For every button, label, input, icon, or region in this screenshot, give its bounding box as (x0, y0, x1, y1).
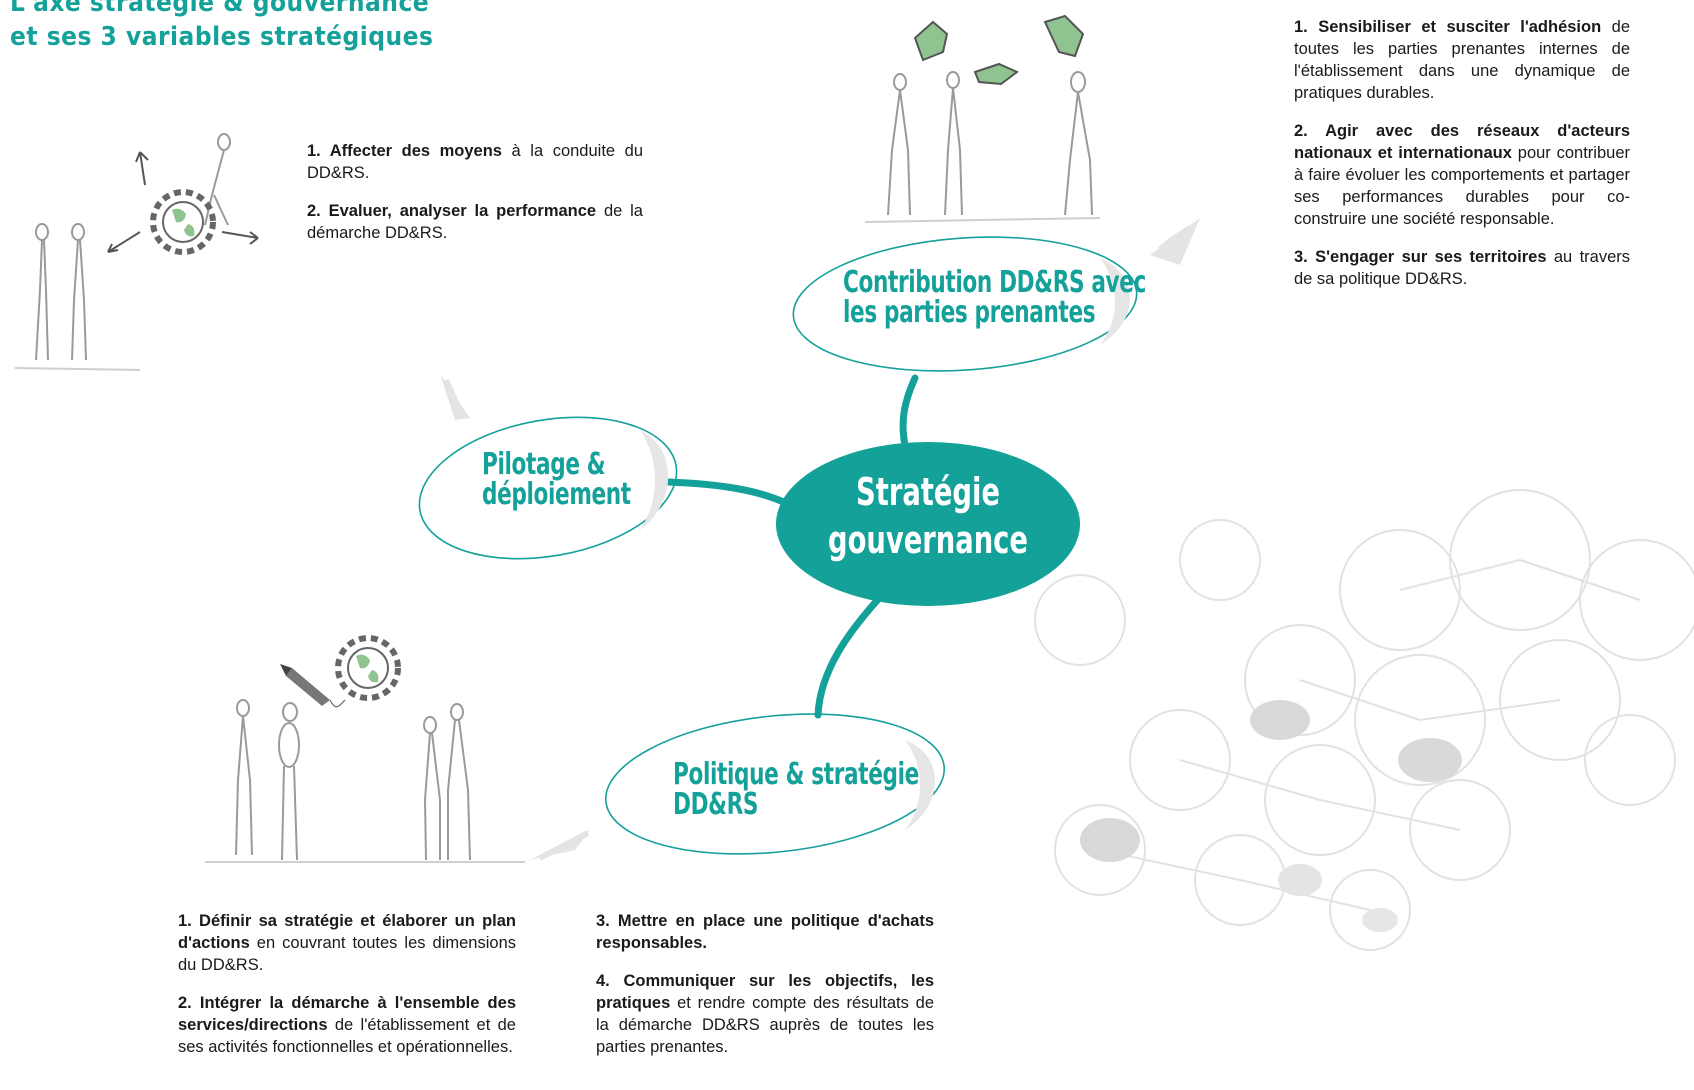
node-outlines (418, 236, 1138, 855)
politique-text-left: 1. Définir sa stratégie et élaborer un p… (178, 910, 516, 1074)
arrow-icon (440, 218, 1200, 861)
node-swooshes (640, 258, 1130, 830)
center-label-line-2: gouvernance (828, 518, 1028, 562)
background-bubble-network (1034, 489, 1694, 951)
title-line-2: et ses 3 variables stratégiques (10, 22, 434, 52)
contribution-item-2: 2. Agir avec des réseaux d'acteurs natio… (1294, 122, 1630, 228)
politique-item-1: 1. Définir sa stratégie et élaborer un p… (178, 912, 516, 974)
people-puzzle-sketch-icon (864, 14, 1101, 223)
contribution-item-3: 3. S'engager sur ses territoires au trav… (1294, 248, 1630, 288)
node-pilotage: Pilotage & déploiement (482, 450, 631, 510)
politique-item-3: 3. Mettre en place une politique d'achat… (596, 912, 934, 952)
node-pilotage-line-1: Pilotage & (482, 447, 606, 482)
connectors (664, 374, 919, 719)
contribution-item-1: 1. Sensibiliser et susciter l'adhésion d… (1294, 18, 1630, 102)
node-contribution: Contribution DD&RS avec les parties pren… (843, 268, 1146, 328)
diagram-title: L'axe stratégie & gouvernance et ses 3 v… (10, 0, 433, 54)
background-bubble-fills (1080, 700, 1462, 932)
center-label: Stratégie gouvernance (820, 468, 1036, 564)
people-pencil-sketch-icon (205, 699, 525, 863)
node-contribution-line-1: Contribution DD&RS avec (843, 265, 1146, 300)
title-line-1: L'axe stratégie & gouvernance (10, 0, 430, 18)
gear-globe-icon-2 (329, 635, 401, 708)
node-pilotage-line-2: déploiement (482, 477, 631, 512)
gear-globe-icon (107, 151, 259, 255)
pilotage-text: 1. Affecter des moyens à la conduite du … (307, 140, 643, 260)
pencil-icon (280, 664, 330, 706)
politique-item-2: 2. Intégrer la démarche à l'ensemble des… (178, 994, 516, 1056)
node-politique-line-1: Politique & stratégie (673, 757, 919, 792)
pilotage-item-2: 2. Evaluer, analyser la performance de l… (307, 202, 643, 242)
center-node: Stratégie gouvernance (778, 468, 1078, 564)
center-node-shape (776, 442, 1080, 606)
node-contribution-line-2: les parties prenantes (843, 295, 1096, 330)
pilotage-item-1: 1. Affecter des moyens à la conduite du … (307, 142, 643, 182)
people-sketch-icon (14, 133, 231, 371)
politique-text-right: 3. Mettre en place une politique d'achat… (596, 910, 934, 1074)
politique-item-4: 4. Communiquer sur les objectifs, les pr… (596, 972, 934, 1056)
node-politique-line-2: DD&RS (673, 787, 759, 822)
node-politique: Politique & stratégie DD&RS (673, 760, 919, 820)
center-label-line-1: Stratégie (856, 470, 1000, 514)
contribution-text: 1. Sensibiliser et susciter l'adhésion d… (1294, 16, 1630, 306)
